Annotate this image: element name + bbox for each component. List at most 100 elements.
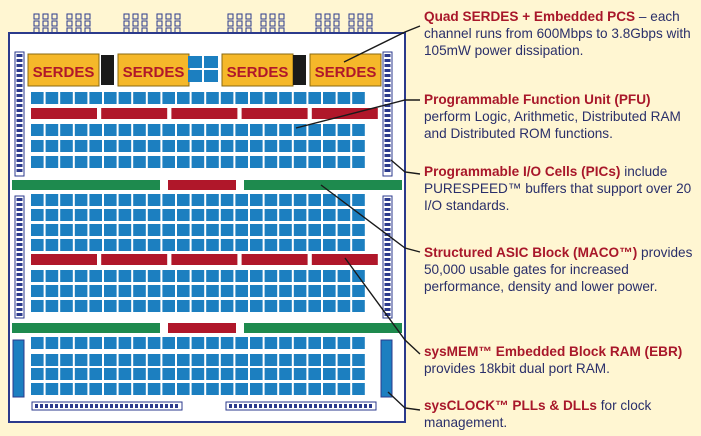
pfu-cell [323,209,336,221]
pfu-cell [60,368,73,380]
pfu-cell [147,368,161,380]
pfu-cell [250,92,263,104]
dll-cell [239,404,242,408]
maco-block [31,108,97,119]
pfu-cell [133,300,146,312]
dll-cell [45,404,48,408]
pfu-cell [220,92,234,104]
dll-cell [160,404,163,408]
dll-cell [309,404,312,408]
pic-cell [16,119,23,122]
pfu-cell [147,140,161,152]
pfu-cell [133,368,146,380]
pfu-cell [89,92,102,104]
pfu-cell [220,383,234,395]
pfu-cell [308,354,321,366]
pfu-cell [204,56,218,68]
pfu-cell [104,209,117,221]
pfu-cell [162,368,175,380]
pfu-cell [162,140,175,152]
serdes-pin [123,20,130,27]
pfu-cell [279,300,292,312]
pfu-cell [235,194,248,206]
pfu-cell [293,285,307,297]
serdes-pin [132,13,139,20]
pfu-cell [177,285,190,297]
dll-cell [279,404,282,408]
pfu-cell [45,224,59,236]
pfu-cell [60,140,73,152]
pfu-cell [104,124,117,136]
pfu-cell [250,300,263,312]
serdes-pin [33,20,40,27]
serdes-pin [245,20,252,27]
pfu-cell [279,124,292,136]
pfu-cell [104,224,117,236]
pic-cell [384,99,391,102]
leader-lines [295,25,421,411]
pfu-cell [191,224,205,236]
serdes-spacer [293,55,306,85]
pfu-cell [323,368,336,380]
pic-cell [384,134,391,137]
pfu-cell [308,383,321,395]
pfu-cell [177,92,190,104]
dll-cell [145,404,148,408]
pfu-cell [133,239,146,251]
pfu-cell [250,368,263,380]
leader-line [387,391,421,411]
pfu-cell [323,337,336,349]
pfu-cell [235,239,248,251]
pfu-cell [147,224,161,236]
leader-line [390,159,421,175]
pfu-cell [323,92,336,104]
pfu-cell [337,224,351,236]
pfu-cell [31,354,44,366]
maco-block [241,108,308,119]
serdes-pin [324,13,331,20]
serdes-label: SERDES [33,64,95,81]
pfu-cell [147,300,161,312]
pfu-cell [352,209,365,221]
pic-cell [16,89,23,92]
pfu-cell [31,124,44,136]
pfu-cell [279,92,292,104]
pfu-cell [206,285,219,297]
pfu-cell [133,285,146,297]
pfu-cell [206,368,219,380]
pfu-cell [162,285,175,297]
serdes-block [221,53,294,87]
pic-cell [16,149,23,152]
pfu-cell [118,224,132,236]
pfu-cell [133,194,146,206]
pfu-cell [60,354,73,366]
pfu-cell [206,156,219,168]
pfu-cell [206,124,219,136]
pfu-cell [177,209,190,221]
dll-cell [50,404,53,408]
pic-cell [16,109,23,112]
pic-cell [384,114,391,117]
pfu-cell [206,354,219,366]
pfu-cell [293,270,307,282]
dll-cell [324,404,327,408]
callout-title: Quad SERDES + Embedded PCS [424,9,636,24]
callout-serdes: Quad SERDES + Embedded PCS – each channe… [424,9,698,59]
maco-block [311,254,378,265]
pfu-cell [118,368,132,380]
pfu-cell [235,92,248,104]
pfu-cell [89,209,102,221]
pfu-cell [264,285,278,297]
callout-ebr: sysMEM™ Embedded Block RAM (EBR) provide… [424,344,698,378]
pfu-cell [45,383,59,395]
dll-cell [344,404,347,408]
pfu-cell [206,337,219,349]
dll-cell [105,404,108,408]
pfu-cell [235,224,248,236]
pfu-cell [31,194,44,206]
pfu-cell [89,224,102,236]
pfu-cell [337,383,351,395]
pfu-cell [31,270,44,282]
pfu-cell [45,124,59,136]
